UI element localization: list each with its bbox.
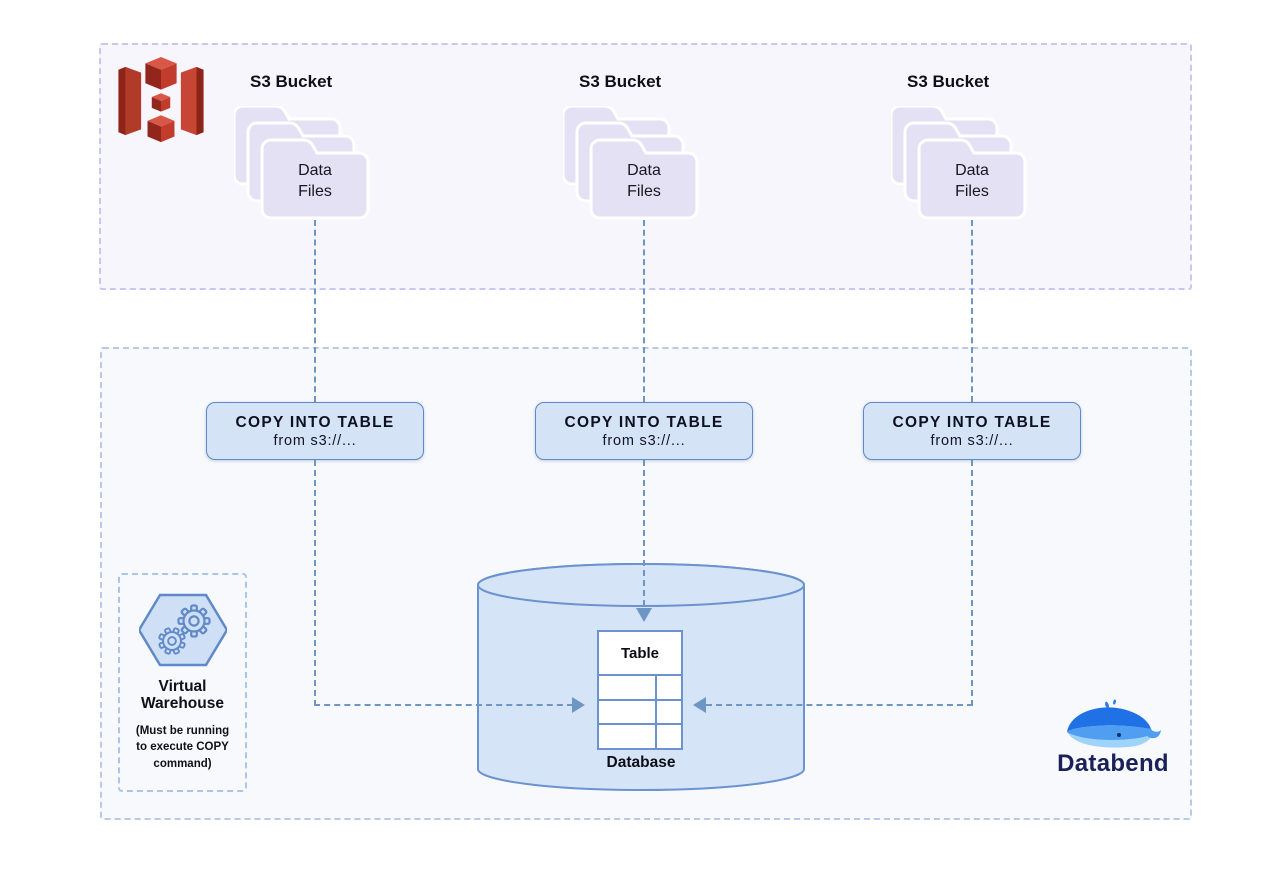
table-cell	[657, 701, 681, 724]
arrow-down-icon	[636, 608, 652, 622]
s3-group: S3 Bucket Data Files	[891, 72, 1041, 237]
table-cell	[657, 676, 681, 699]
connector-copy-db-left-horizontal	[314, 704, 573, 706]
table-cell	[599, 700, 657, 724]
connector-s3-copy-left	[314, 220, 316, 402]
data-files-label: Data Files	[298, 162, 332, 200]
table-node: Table	[597, 630, 683, 750]
database-label: Database	[606, 754, 676, 771]
connector-copy-db-middle-vertical	[643, 460, 645, 606]
virtual-warehouse-note: (Must be running to execute COPY command…	[135, 725, 230, 770]
virtual-warehouse-label: Virtual Warehouse	[141, 678, 224, 712]
s3-bucket-label: S3 Bucket	[250, 72, 333, 91]
table-row	[599, 700, 681, 726]
table-label: Table	[599, 632, 681, 676]
folder-stack-icon	[563, 106, 699, 220]
table-row	[599, 676, 681, 701]
copy-node-title: COPY INTO TABLE	[235, 413, 395, 431]
arrow-left-icon	[693, 697, 706, 713]
table-row	[599, 725, 681, 749]
gears-hexagon-icon	[139, 593, 227, 667]
connector-copy-db-right-horizontal	[706, 704, 973, 706]
table-cell	[599, 676, 657, 699]
folder-stack-icon	[891, 106, 1027, 220]
copy-node-subtitle: from s3://...	[273, 432, 357, 449]
connector-copy-db-right-vertical	[971, 460, 973, 706]
connector-s3-copy-middle	[643, 220, 645, 402]
copy-node-subtitle: from s3://...	[602, 432, 686, 449]
s3-bucket-label: S3 Bucket	[579, 72, 662, 91]
table-cell	[657, 725, 681, 748]
s3-group: S3 Bucket Data Files	[234, 72, 384, 237]
data-files-label: Data Files	[955, 162, 989, 200]
virtual-warehouse-node: Virtual Warehouse (Must be running to ex…	[118, 573, 247, 792]
copy-node-subtitle: from s3://...	[930, 432, 1014, 449]
databend-whale-icon	[1067, 699, 1161, 748]
copy-into-table-node: COPY INTO TABLE from s3://...	[863, 402, 1081, 460]
copy-node-title: COPY INTO TABLE	[892, 413, 1052, 431]
connector-copy-db-left-vertical	[314, 460, 316, 706]
s3-bucket-label: S3 Bucket	[907, 72, 990, 91]
data-files-label: Data Files	[627, 162, 661, 200]
arrow-right-icon	[572, 697, 585, 713]
copy-into-table-node: COPY INTO TABLE from s3://...	[206, 402, 424, 460]
folder-stack-icon	[234, 106, 370, 220]
connector-s3-copy-right	[971, 220, 973, 402]
databend-wordmark: Databend	[1057, 750, 1169, 777]
copy-into-table-node: COPY INTO TABLE from s3://...	[535, 402, 753, 460]
table-cell	[599, 725, 657, 749]
s3-group: S3 Bucket Data Files	[563, 72, 713, 237]
s3-bucket-icon	[118, 57, 204, 143]
copy-node-title: COPY INTO TABLE	[564, 413, 724, 431]
